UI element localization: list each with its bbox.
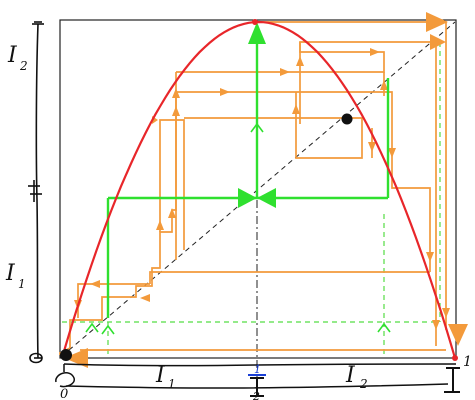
origin-dot [60, 349, 72, 361]
svg-text:I: I [345, 363, 356, 388]
end-dot [452, 355, 458, 361]
large-orange-arrows [64, 12, 468, 368]
label-half-bottom: 2 [252, 390, 260, 400]
cobweb-arrows [74, 48, 450, 330]
fixed-point-dot [341, 113, 353, 125]
bottom-axis [55, 363, 457, 389]
svg-text:1: 1 [168, 377, 176, 391]
svg-text:I: I [5, 261, 16, 286]
diagonal-line [61, 21, 456, 357]
left-axis [28, 21, 44, 364]
svg-text:2: 2 [19, 59, 28, 73]
label-i2-left: I 2 [7, 43, 28, 73]
svg-text:2: 2 [359, 377, 368, 391]
label-one-right: 1 [463, 354, 472, 370]
svg-text:1: 1 [18, 277, 26, 291]
label-i1-bottom: I 1 [155, 363, 176, 391]
svg-text:I: I [155, 363, 166, 388]
label-i1-left: I 1 [5, 261, 26, 291]
label-zero-left: 0 [60, 387, 68, 400]
label-i2-bottom: I 2 [345, 363, 368, 391]
label-half-top: 1 [254, 363, 261, 376]
logistic-parabola [60, 20, 457, 359]
half-tick [250, 377, 264, 397]
plot-frame [59, 19, 457, 359]
bottom-axis-right-tick [444, 367, 460, 393]
green-chevrons [85, 122, 391, 335]
green-arrows [238, 22, 276, 208]
svg-text:I: I [7, 43, 18, 68]
peak-dot [252, 19, 258, 25]
inner-orbit-dashed [62, 42, 441, 354]
